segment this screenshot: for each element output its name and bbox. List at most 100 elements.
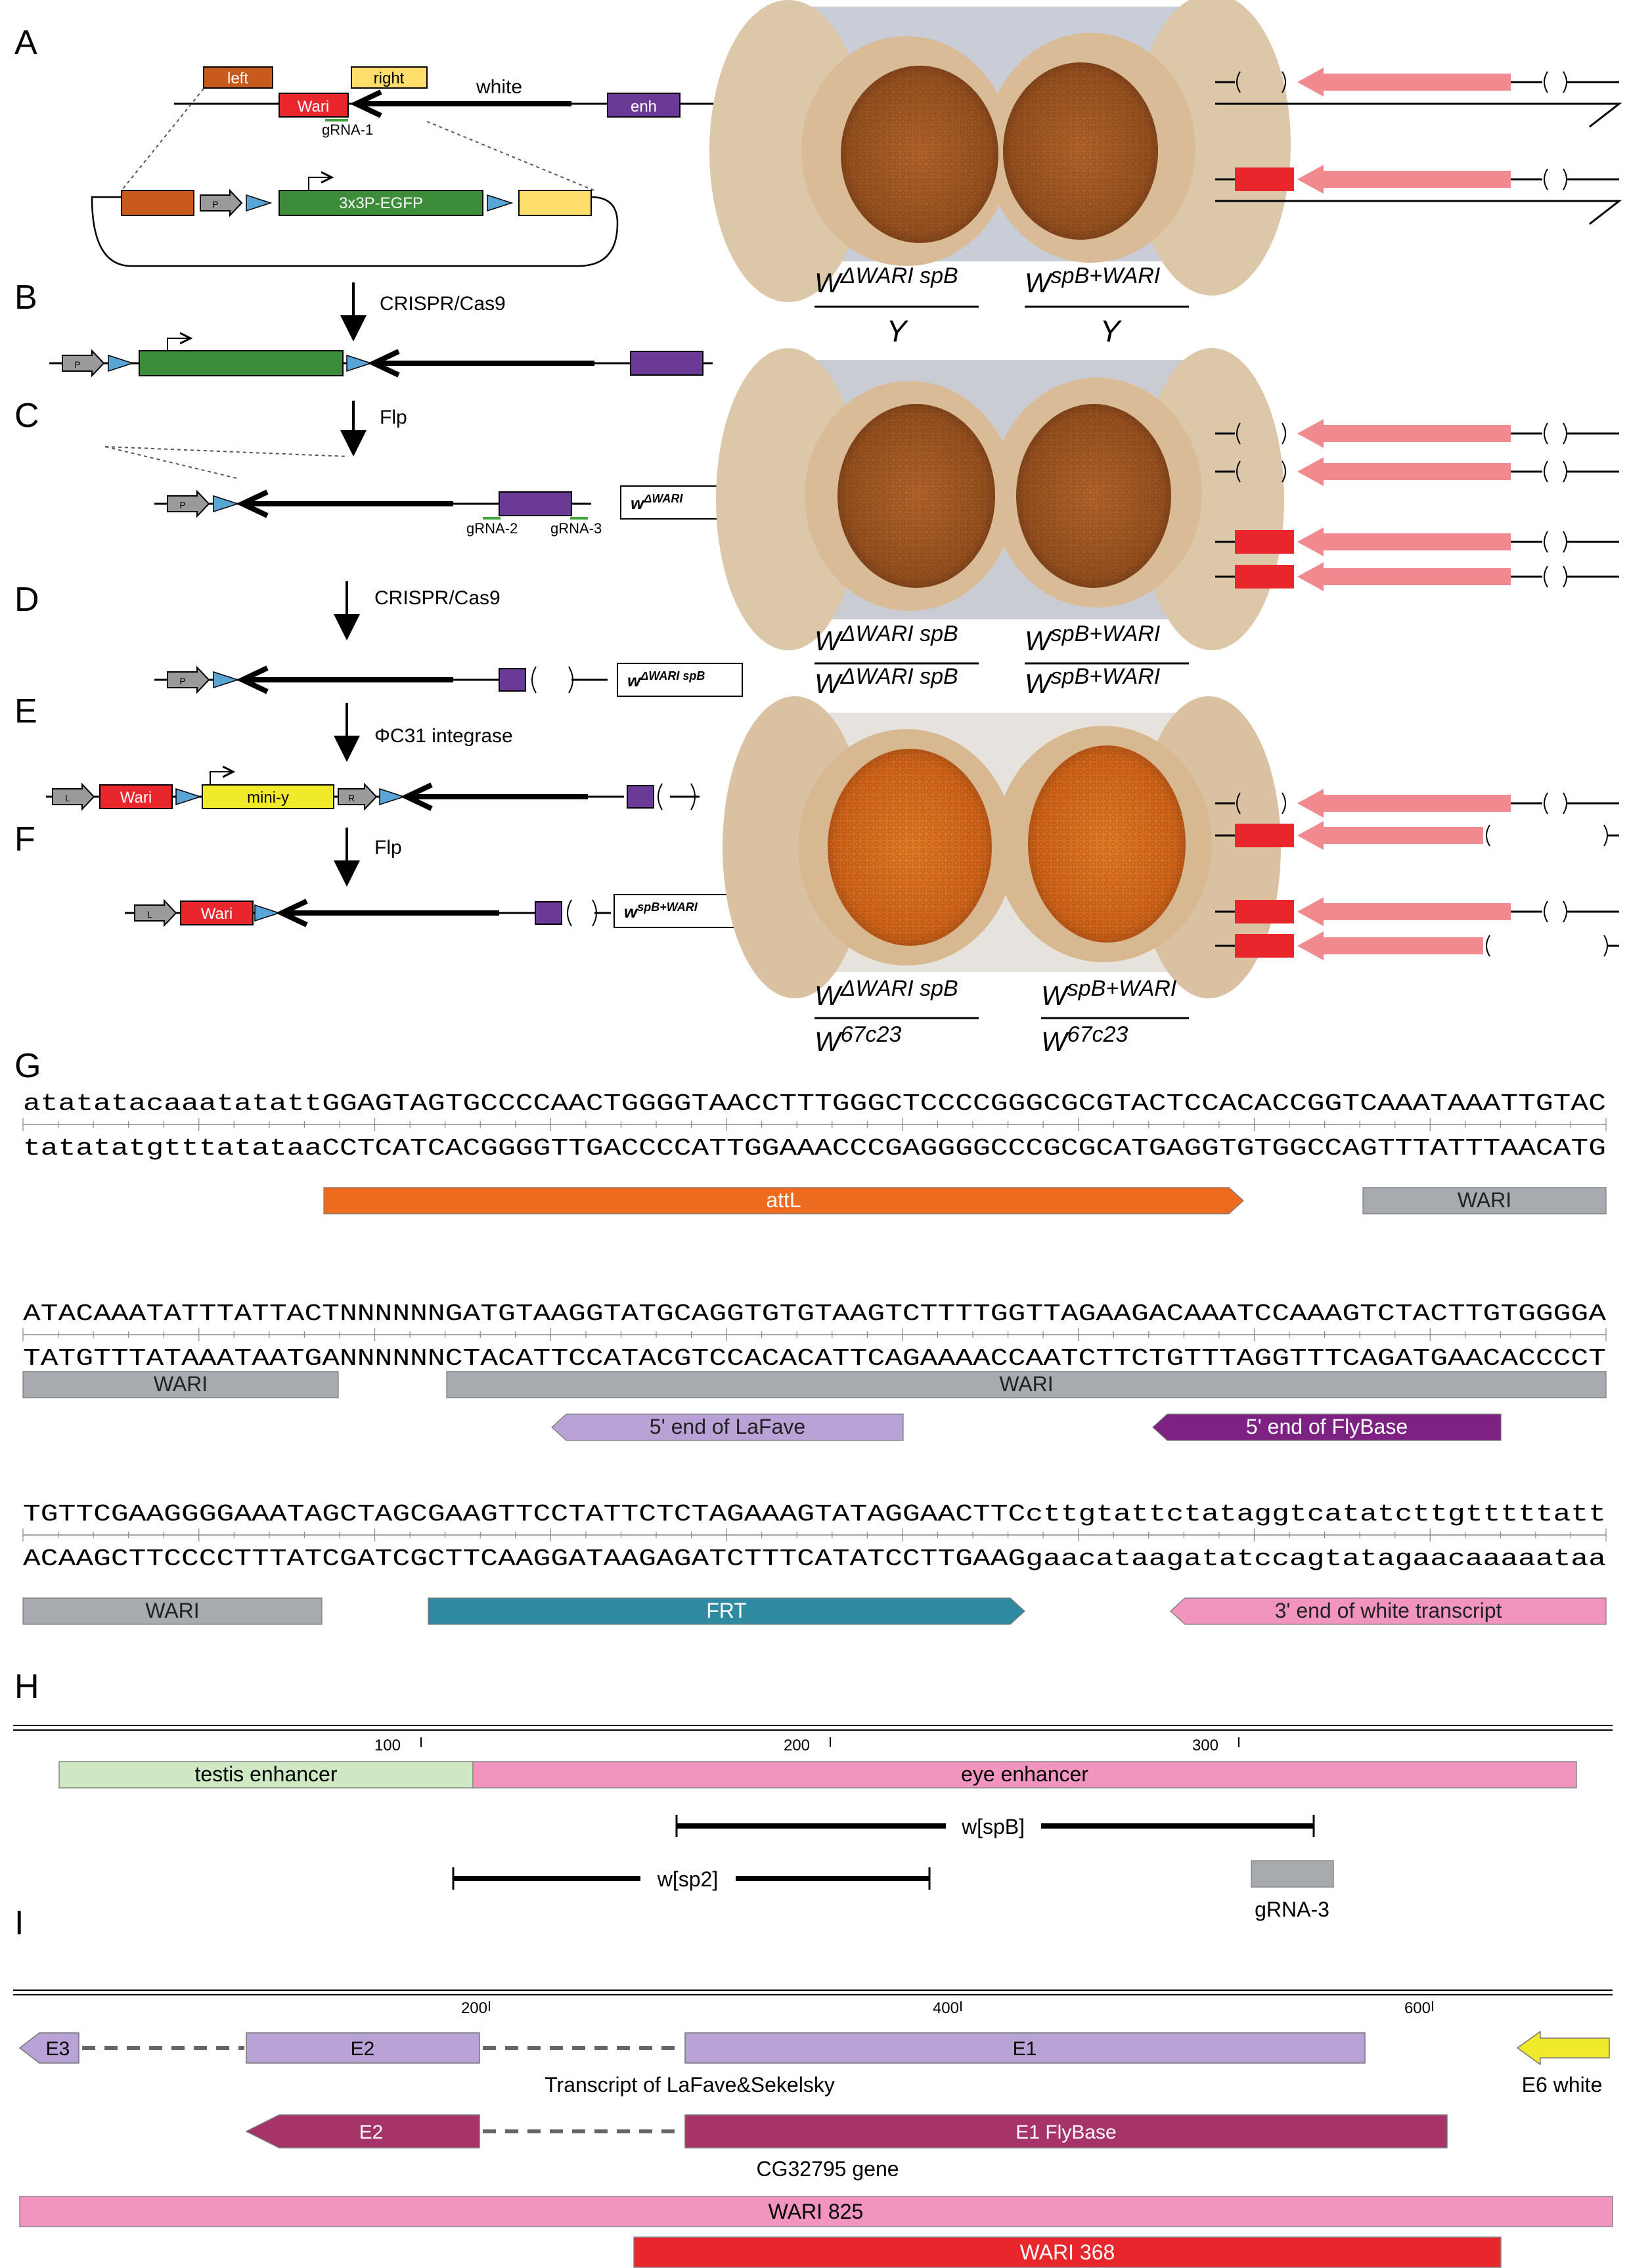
svg-text:300: 300 xyxy=(1192,1737,1218,1754)
sequence-feature-label: WARI xyxy=(999,1372,1053,1396)
sequence-feature xyxy=(1362,1187,1607,1214)
enh-fragment xyxy=(627,785,654,809)
enh-label: enh xyxy=(631,98,657,116)
enh-box xyxy=(499,491,572,516)
svg-text:L: L xyxy=(65,793,70,803)
wari-block xyxy=(1235,530,1294,554)
allele-box-D xyxy=(617,663,743,697)
e1-label: E1 xyxy=(1013,2038,1037,2060)
mini-y-label: mini-y xyxy=(247,789,289,807)
sequence-top-strand: TGTTCGAAGGGGAAATAGCTAGCGAAGTTCCTATTCTCTA… xyxy=(23,1501,1606,1528)
white-arrowhead-icon xyxy=(367,349,400,378)
svg-text:WspB+WARI: WspB+WARI xyxy=(1025,621,1161,656)
sequence-top-strand: atatatacaaatatattGGAGTAGTGCCCCAACTGGGGTA… xyxy=(23,1090,1606,1117)
grna3-bar xyxy=(1251,1860,1334,1888)
svg-text:600: 600 xyxy=(1404,1999,1431,2017)
sequence-feature-label: attL xyxy=(766,1188,801,1212)
wari825-bar xyxy=(19,2196,1613,2227)
enh-box xyxy=(607,93,681,118)
frt-icon-2 xyxy=(379,788,406,806)
sequence-bottom-strand: tatatatgtttatataaCCTCATCACGGGGTTGACCCCAT… xyxy=(23,1135,1606,1162)
e2-label: E2 xyxy=(351,2038,375,2060)
genotypes-L: WΔWARI spB W67c23 WspB+WARI W67c23 xyxy=(814,976,1189,1057)
sequence-feature xyxy=(323,1187,1244,1214)
panel-letter-C: C xyxy=(14,397,39,435)
eye-enhancer-bar xyxy=(472,1761,1577,1789)
enh-fragment xyxy=(535,901,562,925)
svg-text:WspB+WARI: WspB+WARI xyxy=(1025,263,1161,298)
e1-box xyxy=(684,2032,1366,2064)
sequence-feature xyxy=(22,1371,339,1398)
p-promoter-icon xyxy=(167,489,210,518)
frt-icon xyxy=(246,194,273,212)
genotypes-J: WΔWARI spB Y WspB+WARI Y xyxy=(814,263,1189,348)
white-arrowhead-icon xyxy=(236,665,269,694)
step-flp2: Flp xyxy=(374,837,402,858)
panel-letter-I: I xyxy=(14,1904,24,1942)
white-label: white xyxy=(476,76,522,98)
grna3-h-label: gRNA-3 xyxy=(1255,1898,1329,1921)
white-gene-arrow xyxy=(1297,931,1483,960)
sequence-bottom-strand: TATGTTTATAAATAATGANNNNNNCTACATTCCATACGTC… xyxy=(23,1345,1606,1372)
step-crispr1: CRISPR/Cas9 xyxy=(380,293,506,315)
frt-icon xyxy=(175,788,202,806)
wspb-label: w[spB] xyxy=(961,1815,1025,1838)
p-promoter-icon xyxy=(200,189,243,217)
allele-label-F: wspB+WARI xyxy=(624,901,698,922)
panel-letter-G: G xyxy=(14,1047,41,1085)
mini-y-box xyxy=(202,784,334,809)
white-gene-arrow xyxy=(1297,165,1511,194)
svg-text:Y: Y xyxy=(887,314,909,348)
wari-block xyxy=(1235,934,1294,958)
sequence-top-strand: ATACAAATATTTATTACTNNNNNNGATGTAAGGTATGCAG… xyxy=(23,1301,1606,1327)
sequence-feature xyxy=(1170,1597,1607,1625)
frt-icon xyxy=(213,495,240,513)
svg-text:W67c23: W67c23 xyxy=(1041,1022,1128,1057)
sequence-feature xyxy=(428,1597,1025,1625)
step-crispr2: CRISPR/Cas9 xyxy=(374,587,501,609)
panel-letter-B: B xyxy=(14,278,37,317)
sequence-feature-label: 5' end of FlyBase xyxy=(1246,1415,1408,1438)
wari-box xyxy=(99,784,173,809)
panel-F: L Wari wspB+WARI xyxy=(125,894,743,928)
panel-letter-F: F xyxy=(14,820,35,858)
testis-enhancer-label: testis enhancer xyxy=(194,1762,337,1786)
white-gene-arrow xyxy=(1297,897,1511,926)
e3-arrow xyxy=(18,2032,79,2064)
frt-icon xyxy=(108,354,135,372)
wari825-label: WARI 825 xyxy=(769,2200,864,2223)
genotypes-K: WΔWARI spB WΔWARI spB WspB+WARI WspB+WAR… xyxy=(814,621,1189,699)
egfp-tss-icon xyxy=(167,338,190,351)
step-arrows: CRISPR/Cas9 Flp CRISPR/Cas9 ΦC31 integra… xyxy=(334,282,513,887)
sequence-feature-label: WARI xyxy=(1458,1188,1511,1212)
panel-letter-E: E xyxy=(14,692,37,730)
sequence-feature-label: WARI xyxy=(154,1372,208,1396)
svg-text:Wari: Wari xyxy=(201,905,233,923)
fb-e1-label: E1 FlyBase xyxy=(1015,2122,1116,2143)
photo-K xyxy=(716,348,1284,650)
p-promoter-icon xyxy=(167,665,210,694)
svg-text:200: 200 xyxy=(461,1999,487,2017)
sequence-feature-label: WARI xyxy=(145,1599,199,1622)
white-arrowhead-icon xyxy=(400,782,433,811)
wari-block xyxy=(1235,565,1294,589)
svg-text:P: P xyxy=(179,676,185,686)
ruler-I: 200 400 600 xyxy=(461,1999,1433,2017)
svg-text:Wari: Wari xyxy=(120,789,152,807)
sequence-feature xyxy=(22,1597,323,1625)
transcript-label: Transcript of LaFave&Sekelsky xyxy=(545,2073,835,2097)
fb-e2-arrow xyxy=(245,2114,480,2148)
e6-label: E6 white xyxy=(1522,2073,1603,2097)
attL-icon xyxy=(52,782,95,811)
egfp-tss-icon xyxy=(308,177,332,190)
panel-letter-D: D xyxy=(14,581,39,619)
panel-A: left right Wari white enh gRNA-1 P 3x3P-… xyxy=(91,66,719,267)
sequence-feature-label: 3' end of white transcript xyxy=(1275,1599,1502,1622)
svg-text:P: P xyxy=(74,359,80,370)
panel-H: 100 200 300 testis enhancer eye enhancer… xyxy=(13,1725,1613,1921)
testis-enhancer-bar xyxy=(58,1761,474,1789)
white-gene-arrow xyxy=(1297,419,1511,448)
y-chromosome xyxy=(1215,200,1622,225)
sequence-feature xyxy=(551,1413,904,1441)
